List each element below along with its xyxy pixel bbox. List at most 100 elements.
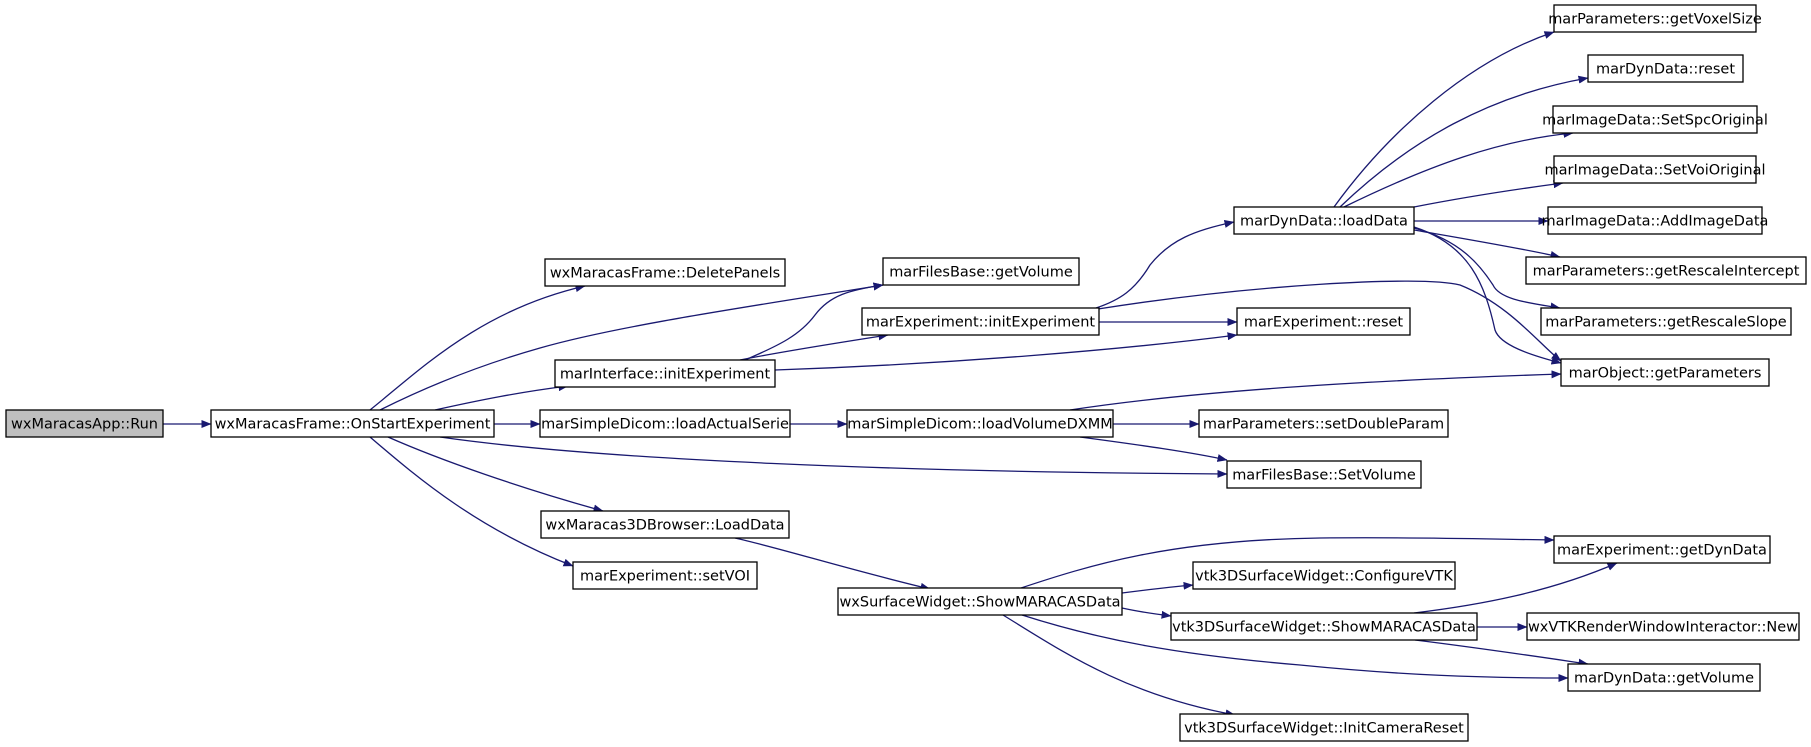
node-run[interactable]: wxMaracasApp::Run — [5, 409, 164, 438]
node-box[interactable] — [539, 409, 791, 438]
node-voxelsize[interactable]: marParameters::getVoxelSize — [1548, 4, 1762, 33]
edge-me_init-to-getparams — [1097, 280, 1562, 362]
edge-dd_load-to-voiorig — [1413, 180, 1564, 208]
edge-onstart-to-fb_setvol — [439, 436, 1228, 478]
edge-sw_show-to-initcam — [1002, 614, 1236, 718]
node-box[interactable] — [5, 409, 164, 438]
node-loadvoldxmm[interactable]: marSimpleDicom::loadVolumeDXMM — [846, 409, 1114, 438]
edge-vtk_show-to-getdyndata — [1413, 562, 1618, 614]
edge-loadvoldxmm-to-getparams — [1069, 370, 1562, 411]
node-box[interactable] — [1526, 612, 1800, 641]
node-label: marDynData::reset — [1596, 62, 1735, 78]
node-dd_getvol[interactable]: marDynData::getVolume — [1567, 663, 1761, 692]
node-setdouble[interactable]: marParameters::setDoubleParam — [1198, 409, 1449, 438]
edge-dd_load-to-rescaleint — [1413, 229, 1561, 259]
node-label: marImageData::AddImageData — [1542, 214, 1769, 230]
node-box[interactable] — [882, 257, 1080, 286]
node-box[interactable] — [1552, 105, 1758, 134]
node-box[interactable] — [1553, 535, 1771, 564]
node-box[interactable] — [572, 561, 758, 590]
node-rescaleint[interactable]: marParameters::getRescaleIntercept — [1525, 256, 1807, 285]
node-box[interactable] — [540, 510, 790, 539]
node-label: marParameters::getRescaleIntercept — [1533, 264, 1800, 280]
node-initcam[interactable]: vtk3DSurfaceWidget::InitCameraReset — [1179, 713, 1469, 742]
node-loadserie[interactable]: marSimpleDicom::loadActualSerie — [539, 409, 791, 438]
node-rescaleslope[interactable]: marParameters::getRescaleSlope — [1540, 307, 1792, 336]
node-fb_getvol[interactable]: marFilesBase::getVolume — [882, 257, 1080, 286]
node-box[interactable] — [1547, 206, 1763, 235]
edge-onstart-to-browser_load — [387, 436, 604, 513]
node-vtk_show[interactable]: vtk3DSurfaceWidget::ShowMARACASData — [1170, 612, 1478, 641]
node-mi_init[interactable]: marInterface::initExperiment — [554, 359, 776, 388]
node-label: wxMaracasApp::Run — [11, 417, 158, 433]
node-dd_load[interactable]: marDynData::loadData — [1233, 206, 1415, 235]
node-label: marImageData::SetSpcOriginal — [1542, 113, 1768, 129]
node-box[interactable] — [1233, 206, 1415, 235]
node-me_init[interactable]: marExperiment::initExperiment — [861, 307, 1100, 336]
edge-dd_load-to-voxelsize — [1333, 31, 1555, 208]
edge-sw_show-to-vtk_show — [1121, 607, 1172, 619]
node-label: marSimpleDicom::loadVolumeDXMM — [847, 417, 1112, 433]
edge-dd_load-to-dd_reset — [1339, 75, 1589, 208]
node-browser_load[interactable]: wxMaracas3DBrowser::LoadData — [540, 510, 790, 539]
node-getdyndata[interactable]: marExperiment::getDynData — [1553, 535, 1771, 564]
node-setvoi[interactable]: marExperiment::setVOI — [572, 561, 758, 590]
node-rwi_new[interactable]: wxVTKRenderWindowInteractor::New — [1526, 612, 1800, 641]
node-label: wxVTKRenderWindowInteractor::New — [1528, 620, 1798, 636]
node-box[interactable] — [1553, 4, 1757, 33]
node-label: marExperiment::reset — [1244, 315, 1404, 331]
node-box[interactable] — [1540, 307, 1792, 336]
node-label: marObject::getParameters — [1569, 366, 1762, 382]
edge-sw_show-to-configvtk — [1121, 581, 1194, 594]
node-box[interactable] — [1525, 256, 1807, 285]
node-box[interactable] — [1198, 409, 1449, 438]
edges-layer — [163, 31, 1618, 718]
node-box[interactable] — [837, 587, 1123, 616]
node-box[interactable] — [1587, 54, 1744, 83]
nodes-layer: wxMaracasApp::Run wxMaracasFrame::OnStart… — [5, 4, 1807, 742]
node-label: marParameters::getVoxelSize — [1548, 12, 1762, 28]
edge-vtk_show-to-dd_getvol — [1414, 639, 1589, 667]
node-box[interactable] — [1179, 713, 1469, 742]
node-box[interactable] — [1170, 612, 1478, 641]
node-voiorig[interactable]: marImageData::SetVoiOriginal — [1544, 155, 1766, 184]
node-me_reset[interactable]: marExperiment::reset — [1236, 307, 1411, 336]
node-label: marDynData::loadData — [1240, 214, 1408, 230]
node-box[interactable] — [1567, 663, 1761, 692]
node-label: wxMaracasFrame::OnStartExperiment — [215, 417, 491, 433]
edge-mi_init-to-me_reset — [774, 332, 1238, 371]
edge-mi_init-to-me_init — [739, 332, 889, 361]
node-onstart[interactable]: wxMaracasFrame::OnStartExperiment — [210, 409, 495, 438]
node-box[interactable] — [1236, 307, 1411, 336]
edge-me_init-to-dd_load — [1095, 219, 1235, 309]
edge-loadvoldxmm-to-fb_setvol — [1079, 436, 1228, 462]
node-label: wxMaracas3DBrowser::LoadData — [545, 518, 784, 534]
node-sw_show[interactable]: wxSurfaceWidget::ShowMARACASData — [837, 587, 1123, 616]
node-label: marFilesBase::SetVolume — [1232, 468, 1416, 484]
edge-onstart-to-mi_init — [434, 383, 569, 411]
node-deletepanels[interactable]: wxMaracasFrame::DeletePanels — [544, 258, 786, 287]
node-getparams[interactable]: marObject::getParameters — [1560, 358, 1770, 387]
node-label: marFilesBase::getVolume — [889, 265, 1073, 281]
node-dd_reset[interactable]: marDynData::reset — [1587, 54, 1744, 83]
node-fb_setvol[interactable]: marFilesBase::SetVolume — [1226, 460, 1422, 489]
node-label: wxSurfaceWidget::ShowMARACASData — [839, 595, 1120, 611]
node-box[interactable] — [1560, 358, 1770, 387]
node-addimg[interactable]: marImageData::AddImageData — [1542, 206, 1769, 235]
node-label: vtk3DSurfaceWidget::InitCameraReset — [1184, 721, 1464, 737]
edge-dd_load-to-rescaleslope — [1413, 227, 1561, 311]
edge-dd_load-to-getparams — [1413, 226, 1562, 365]
node-box[interactable] — [861, 307, 1100, 336]
node-spcorig[interactable]: marImageData::SetSpcOriginal — [1542, 105, 1768, 134]
node-label: wxMaracasFrame::DeletePanels — [550, 266, 780, 282]
node-box[interactable] — [554, 359, 776, 388]
node-box[interactable] — [1192, 561, 1456, 590]
node-box[interactable] — [1226, 460, 1422, 489]
node-box[interactable] — [210, 409, 495, 438]
node-box[interactable] — [544, 258, 786, 287]
node-box[interactable] — [846, 409, 1114, 438]
node-box[interactable] — [1553, 155, 1757, 184]
node-configvtk[interactable]: vtk3DSurfaceWidget::ConfigureVTK — [1192, 561, 1456, 590]
node-label: marExperiment::getDynData — [1557, 543, 1767, 559]
